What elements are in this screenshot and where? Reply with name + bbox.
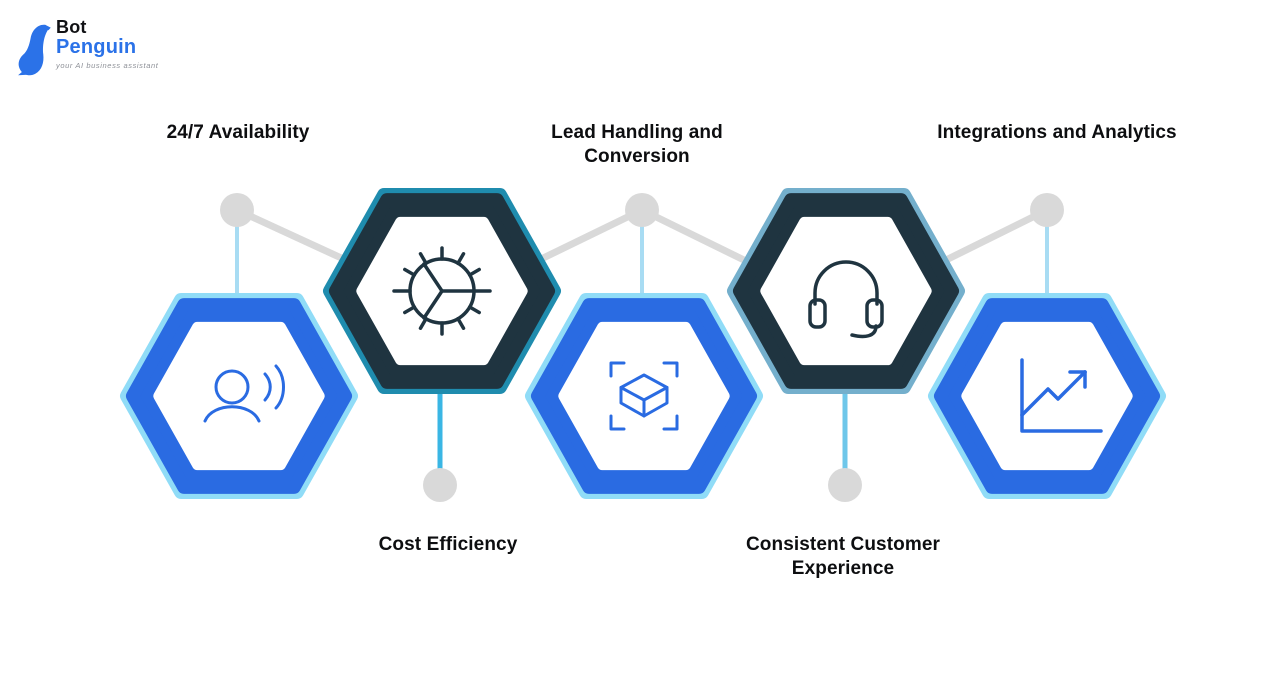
penguin-icon <box>18 24 51 76</box>
hexagon-integrations <box>927 290 1167 502</box>
hexagon-customer-experience <box>726 185 966 397</box>
voice-user-icon <box>203 364 285 423</box>
hexagon-lead-handling <box>524 290 764 502</box>
cube-scan-icon <box>609 361 679 431</box>
gray-connector-line <box>233 206 354 266</box>
gray-connector-line <box>938 206 1051 266</box>
botpenguin-logo: Bot Penguin your AI business assistant <box>14 18 158 78</box>
connector-node <box>220 193 254 227</box>
label-lead-handling: Lead Handling and Conversion <box>551 122 723 167</box>
connector-node <box>625 193 659 227</box>
label-cost-efficiency: Cost Efficiency <box>378 534 518 555</box>
gray-connector-line <box>638 206 752 266</box>
logo-text-penguin: Penguin <box>56 36 137 58</box>
hexagon-cost-efficiency <box>322 185 562 397</box>
connector-node <box>1030 193 1064 227</box>
label-customer-experience: Consistent Customer Experience <box>745 534 941 579</box>
headset-icon <box>808 260 884 339</box>
hexagon-availability <box>119 290 359 502</box>
label-integrations: Integrations and Analytics <box>937 122 1177 143</box>
label-availability: 24/7 Availability <box>166 122 310 143</box>
gray-connector-line <box>531 206 646 266</box>
connector-node <box>828 468 862 502</box>
logo-text-bot: Bot <box>56 17 87 37</box>
line-chart-icon <box>1020 358 1103 433</box>
logo-tagline: your AI business assistant <box>56 61 159 70</box>
connector-node <box>423 468 457 502</box>
gear-dial-icon <box>392 246 492 336</box>
